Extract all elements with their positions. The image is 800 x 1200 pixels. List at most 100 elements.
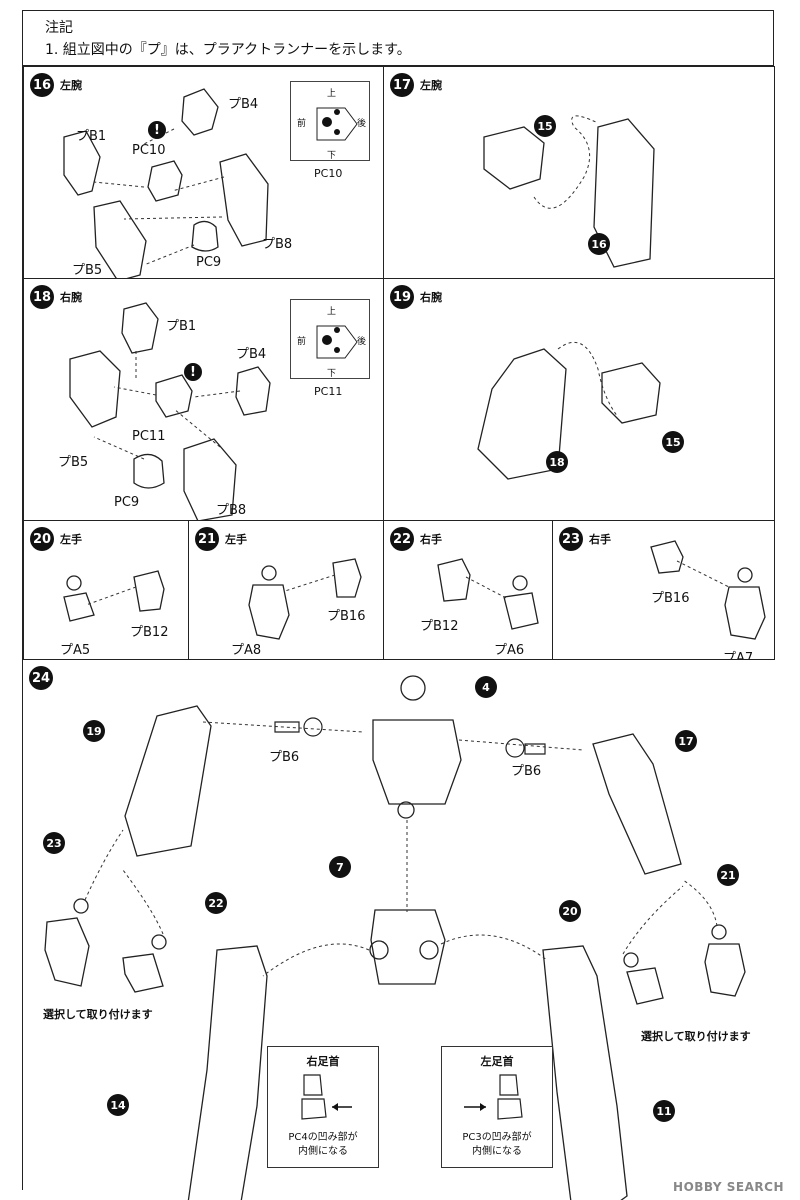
step-title: 左腕 <box>420 79 442 92</box>
back-label: 後 <box>357 119 367 129</box>
inset-title: 右足首 <box>306 1055 340 1068</box>
notes-title: 注記 <box>45 20 73 36</box>
watermark: HOBBY SEARCH <box>673 1180 784 1194</box>
callout-badge: 16 <box>588 233 610 255</box>
right-ankle-inset: 右足首 PC4の凹み部が内側になる <box>267 1046 379 1168</box>
step-22-panel: 22 右手 プB12 プA6 <box>383 520 553 660</box>
part-label: プB5 <box>72 263 103 278</box>
part-label: プB16 <box>327 609 366 624</box>
left-ankle-inset: 左足首 PC3の凹み部が内側になる <box>441 1046 553 1168</box>
step-21-panel: 21 左手 プB16 プA8 <box>188 520 384 660</box>
inset-note: PC3の凹み部が内側になる <box>462 1132 532 1157</box>
part-label: プA5 <box>60 643 91 658</box>
step-title: 左手 <box>60 533 82 546</box>
down-label: 下 <box>327 369 337 379</box>
step-24-panel: 24 <box>23 659 775 1200</box>
manual-page: 注記 1. 組立図中の『プ』は、プラアクトランナーを示します。 16 左腕 <box>22 10 775 1200</box>
step-18-panel: 18 右腕 プB1 プB4 ! PC11 プB5 PC9 プB <box>23 278 384 522</box>
callout-badge: 23 <box>43 832 65 854</box>
step-number: 21 <box>195 527 219 551</box>
step-number: 19 <box>390 285 414 309</box>
left-hand-parts-diagram <box>63 570 165 622</box>
back-label: 後 <box>357 337 367 347</box>
right-hand-parts-diagram <box>437 558 539 630</box>
callout-badge: 15 <box>534 115 556 137</box>
part-label: プB4 <box>236 347 267 362</box>
inset-note: PC4の凹み部が内側になる <box>288 1132 358 1157</box>
part-label: PC10 <box>132 143 166 158</box>
notes-line: 1. 組立図中の『プ』は、プラアクトランナーを示します。 <box>45 42 411 58</box>
down-label: 下 <box>327 151 337 161</box>
part-label: プB6 <box>511 764 542 779</box>
step-title: 右腕 <box>420 291 442 304</box>
inset-title: 左足首 <box>480 1055 514 1068</box>
step-17-panel: 17 左腕 15 16 <box>383 66 775 279</box>
step-number: 22 <box>390 527 414 551</box>
callout-badge: 11 <box>653 1100 675 1122</box>
callout-badge: 7 <box>329 856 351 878</box>
callout-badge: 20 <box>559 900 581 922</box>
pc11-part-icon <box>316 325 358 359</box>
select-note: 選択して取り付けます <box>641 1030 751 1043</box>
left-hand-alt-parts-diagram <box>248 558 362 640</box>
step-number: 20 <box>30 527 54 551</box>
part-label: プB12 <box>420 619 459 634</box>
front-label: 前 <box>297 337 307 347</box>
callout-badge: 15 <box>662 431 684 453</box>
part-label: プB4 <box>228 97 259 112</box>
part-label: プB8 <box>262 237 293 252</box>
step-20-panel: 20 左手 プB12 プA5 <box>23 520 189 660</box>
step-23-panel: 23 右手 プB16 プA7 <box>552 520 775 666</box>
step-number: 16 <box>30 73 54 97</box>
right-arm-assembly-diagram <box>477 341 661 480</box>
part-label: PC9 <box>196 255 222 270</box>
step-title: 左手 <box>225 533 247 546</box>
callout-badge: 14 <box>107 1094 129 1116</box>
part-label: PC9 <box>114 495 140 510</box>
part-label: PC11 <box>132 429 166 444</box>
pc10-part-icon <box>316 107 358 141</box>
full-body-assembly-diagram <box>44 675 746 1200</box>
callout-badge: 17 <box>675 730 697 752</box>
right-hand-alt-parts-diagram <box>650 540 766 640</box>
front-label: 前 <box>297 119 307 129</box>
left-arm-parts-diagram <box>63 88 269 282</box>
callout-badge: 22 <box>205 892 227 914</box>
up-label: 上 <box>327 89 337 99</box>
right-ankle-diagram <box>301 1074 352 1120</box>
left-ankle-diagram <box>464 1074 523 1120</box>
step-number: 17 <box>390 73 414 97</box>
part-label: プA8 <box>231 643 262 658</box>
step-title: 右手 <box>589 533 611 546</box>
left-arm-assembly-diagram <box>483 115 655 268</box>
step-number: 23 <box>559 527 583 551</box>
warning-icon: ! <box>148 121 166 139</box>
callout-badge: 21 <box>717 864 739 886</box>
pc-label: PC10 <box>314 167 343 180</box>
step-16-panel: 16 左腕 プB4 プB1 ! PC10 プB8 プB5 PC <box>23 66 384 282</box>
step-number: 18 <box>30 285 54 309</box>
part-label: プB6 <box>269 750 300 765</box>
warning-icon: ! <box>184 363 202 381</box>
step-number: 24 <box>29 666 53 690</box>
up-label: 上 <box>327 307 337 317</box>
step-19-panel: 19 右腕 18 15 <box>383 278 775 521</box>
pc-label: PC11 <box>314 385 343 398</box>
part-label: プB8 <box>216 503 247 518</box>
pc11-orientation-box: 上 下 前 後 <box>290 299 370 379</box>
step-title: 左腕 <box>60 79 82 92</box>
part-label: プA6 <box>494 643 525 658</box>
step-title: 右腕 <box>60 291 82 304</box>
notes-section: 注記 1. 組立図中の『プ』は、プラアクトランナーを示します。 <box>23 11 773 66</box>
part-label: プB5 <box>58 455 89 470</box>
part-label: プB1 <box>166 319 197 334</box>
callout-badge: 19 <box>83 720 105 742</box>
right-arm-parts-diagram <box>69 302 271 522</box>
part-label: プB1 <box>76 129 107 144</box>
pc10-orientation-box: 上 下 前 後 <box>290 81 370 161</box>
part-label: プB16 <box>651 591 690 606</box>
callout-badge: 18 <box>546 451 568 473</box>
part-label: プB12 <box>130 625 169 640</box>
step-title: 右手 <box>420 533 442 546</box>
callout-badge: 4 <box>475 676 497 698</box>
